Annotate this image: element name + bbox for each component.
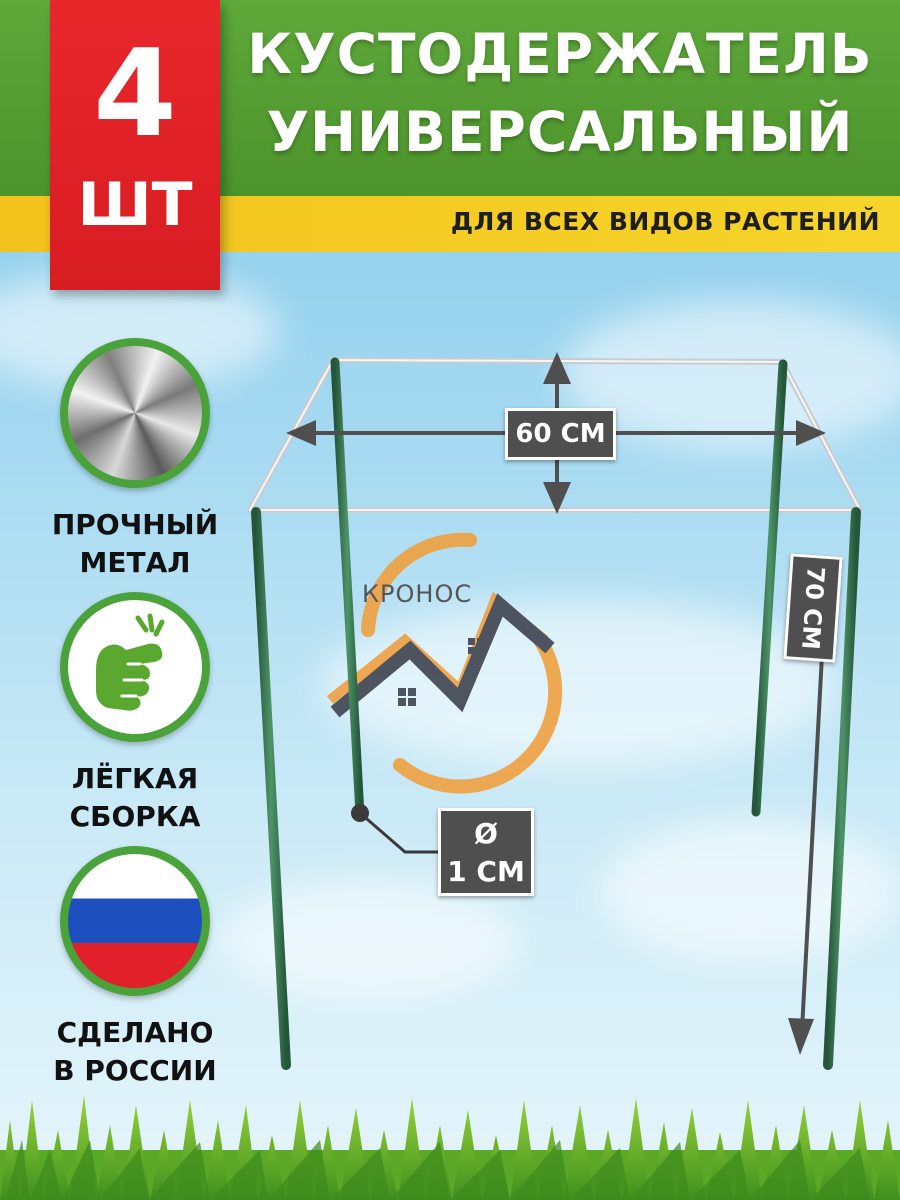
diameter-value: 1 СМ bbox=[447, 855, 525, 888]
cloud bbox=[320, 600, 840, 770]
feature-assembly-line2: СБОРКА bbox=[69, 800, 201, 833]
feature-russia-label: СДЕЛАНО В РОССИИ bbox=[20, 1014, 250, 1090]
product-title-line1: КУСТОДЕРЖАТЕЛЬ bbox=[247, 22, 873, 86]
feature-metal-line2: МЕТАЛ bbox=[79, 546, 191, 579]
feature-russia-badge bbox=[60, 846, 210, 996]
height-label: 70 СМ bbox=[783, 553, 843, 663]
house-logo-icon bbox=[326, 532, 563, 794]
diameter-leader-line bbox=[351, 804, 440, 854]
feature-metal-badge bbox=[60, 338, 210, 488]
cloud bbox=[600, 820, 900, 960]
cloud bbox=[560, 300, 900, 450]
height-dimension-arrow bbox=[788, 654, 824, 1055]
feature-assembly-inner bbox=[68, 600, 202, 734]
diameter-label: Ø 1 СМ bbox=[438, 808, 534, 896]
product-title-line2: УНИВЕРСАЛЬНЫЙ bbox=[266, 100, 854, 164]
feature-metal-line1: ПРОЧНЫЙ bbox=[51, 508, 219, 541]
thumbs-up-hand-icon bbox=[96, 613, 165, 711]
frame-legs bbox=[251, 357, 861, 1070]
width-value: 60 СМ bbox=[515, 419, 606, 449]
quantity-unit: ШТ bbox=[77, 170, 193, 240]
feature-assembly-badge bbox=[60, 592, 210, 742]
quantity-number: 4 bbox=[93, 25, 177, 164]
diameter-symbol: Ø bbox=[474, 817, 498, 850]
product-subtitle: ДЛЯ ВСЕХ ВИДОВ РАСТЕНИЙ bbox=[450, 207, 880, 236]
width-label: 60 СМ bbox=[505, 408, 616, 460]
feature-assembly-line1: ЛЁГКАЯ bbox=[71, 762, 199, 795]
feature-metal-label: ПРОЧНЫЙ МЕТАЛ bbox=[20, 506, 250, 582]
cloud bbox=[220, 880, 520, 1000]
russia-flag-icon bbox=[68, 854, 202, 988]
feature-assembly-label: ЛЁГКАЯ СБОРКА bbox=[20, 760, 250, 836]
brand-name: КРОНОС bbox=[362, 580, 473, 608]
height-value: 70 СМ bbox=[796, 565, 830, 651]
feature-russia-line2: В РОССИИ bbox=[53, 1054, 217, 1087]
metal-disc-icon bbox=[68, 346, 202, 480]
feature-russia-line1: СДЕЛАНО bbox=[56, 1016, 214, 1049]
quantity-badge: 4 ШТ bbox=[50, 0, 220, 290]
grass-strip bbox=[0, 1095, 900, 1200]
